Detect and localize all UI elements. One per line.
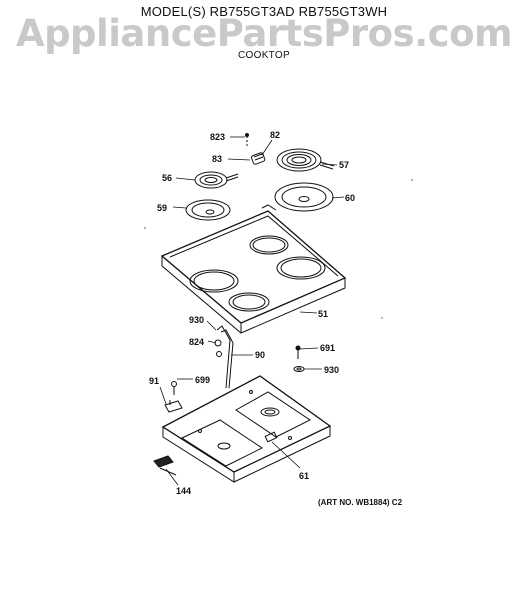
watermark-logo: AppliancePartsPros.com: [15, 12, 513, 55]
screw-823: [245, 133, 249, 148]
washer-930: [293, 366, 305, 372]
scan-specks: [144, 179, 413, 319]
hinge-rod-90: [214, 325, 234, 389]
burner-box-61: [161, 375, 332, 483]
model-title: MODEL(S) RB755GT3AD RB755GT3WH: [140, 4, 388, 19]
callout-930-right: 930: [324, 365, 339, 375]
callout-144: 144: [176, 486, 191, 496]
section-title: COOKTOP: [238, 50, 290, 61]
leader-lines: [159, 136, 345, 486]
bracket-91: [164, 400, 183, 413]
callout-90: 90: [255, 350, 265, 360]
callout-56: 56: [162, 173, 172, 183]
nut-691: [295, 345, 301, 359]
drip-pan-large-60: [274, 182, 334, 212]
callout-60: 60: [345, 193, 355, 203]
main-top-51: [160, 204, 347, 334]
bracket-144: [153, 455, 177, 476]
callout-824: 824: [189, 337, 204, 347]
art-number: (ART NO. WB1884) C2: [318, 498, 403, 507]
callout-51: 51: [318, 309, 328, 319]
callout-91: 91: [149, 376, 159, 386]
callout-61: 61: [299, 471, 309, 481]
callout-82: 82: [270, 130, 280, 140]
callout-823: 823: [210, 132, 225, 142]
callout-699: 699: [195, 375, 210, 385]
terminal-block-82: [251, 152, 266, 165]
surface-unit-small-56: [194, 171, 239, 189]
screw-699: [171, 381, 177, 395]
callout-59: 59: [157, 203, 167, 213]
surface-unit-large-57: [276, 148, 335, 172]
callout-691: 691: [320, 343, 335, 353]
drip-pan-small-59: [185, 199, 231, 221]
callout-57: 57: [339, 160, 349, 170]
callout-930-top: 930: [189, 315, 204, 325]
callout-83: 83: [212, 154, 222, 164]
callout-labels: 823 82 83 57 56 60 59 51 930 824 90 691 …: [149, 130, 403, 507]
